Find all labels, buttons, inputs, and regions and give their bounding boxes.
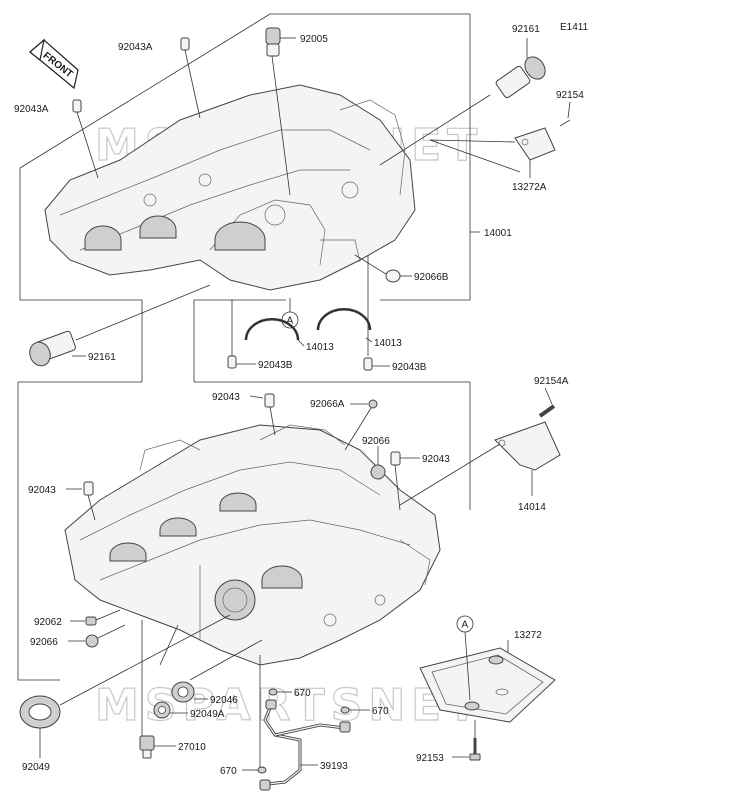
plug-92066A (344, 399, 378, 451)
label-92046: 92046 (210, 695, 238, 706)
label-92154: 92154 (556, 90, 584, 101)
label-670-b: 670 (372, 706, 389, 717)
label-92043A-top: 92043A (118, 42, 153, 53)
label-39193: 39193 (320, 761, 348, 772)
dowel-92043-left (66, 481, 96, 521)
switch-27010 (139, 735, 176, 759)
pipe-39193 (259, 699, 351, 791)
bearing-14013-b (316, 307, 373, 343)
plug-92066-mid (370, 446, 386, 480)
dowel-92043A-left (72, 99, 99, 179)
label-670-c: 670 (220, 766, 237, 777)
ref-marker-a-lower: A (456, 615, 474, 701)
label-92049: 92049 (22, 762, 50, 773)
dowel-92043B-a (227, 355, 256, 369)
label-92066-left: 92066 (30, 637, 58, 648)
label-92066B: 92066B (414, 272, 449, 283)
washer-670-a (268, 688, 292, 696)
watermark-bottom: MSPARTSNET (95, 680, 483, 731)
lower-crankcase (64, 424, 441, 666)
label-13272: 13272 (514, 630, 542, 641)
label-670-a: 670 (294, 688, 311, 699)
label-92049A: 92049A (190, 709, 225, 720)
bolt-92154 (559, 101, 571, 127)
svg-text:A: A (462, 620, 469, 631)
seal-92049A (153, 701, 188, 719)
label-92154A: 92154A (534, 376, 569, 387)
bolt-92154A (538, 387, 556, 418)
bracket-14014 (399, 421, 561, 506)
lower-crankcase-frame (17, 300, 471, 681)
label-14013-a: 14013 (306, 342, 334, 353)
washer-670-b (340, 706, 370, 714)
label-14013-b: 14013 (374, 338, 402, 349)
label-92043A-left: 92043A (14, 104, 49, 115)
washer-670-c (242, 766, 267, 774)
dowel-92043-right (390, 451, 420, 511)
plug-92066-left (68, 624, 126, 648)
label-92066-mid: 92066 (362, 436, 390, 447)
label-92161-top: 92161 (512, 24, 540, 35)
label-92062: 92062 (34, 617, 62, 628)
bolt-92153 (452, 720, 481, 761)
dowel-92043-top (249, 393, 276, 436)
label-14001: 14001 (484, 228, 512, 239)
upper-crankcase (44, 84, 416, 291)
label-14014: 14014 (518, 502, 546, 513)
dowel-92043A-top (180, 37, 201, 119)
plate-13272A (429, 127, 556, 178)
upper-crankcase-frame (19, 13, 480, 301)
dowel-92043B-b (363, 357, 390, 371)
diagram-code: E1411 (560, 22, 589, 33)
label-92043-left: 92043 (28, 485, 56, 496)
plug-92062 (70, 609, 121, 626)
label-92043B-b: 92043B (392, 362, 427, 373)
bearing-92046 (171, 681, 208, 703)
bearing-14013-a (244, 317, 305, 347)
plug-92005 (265, 27, 296, 196)
label-92005: 92005 (300, 34, 328, 45)
svg-text:A: A (287, 316, 294, 327)
plate-13272 (419, 640, 556, 723)
front-arrow-icon: FRONT (29, 38, 79, 90)
label-92161-left: 92161 (88, 352, 116, 363)
label-27010: 27010 (178, 742, 206, 753)
label-92043-top: 92043 (212, 392, 240, 403)
seal-92049 (19, 695, 61, 758)
plug-92066B (354, 254, 412, 283)
label-92043B-a: 92043B (258, 360, 293, 371)
bush-92161-left (29, 284, 211, 367)
label-13272A: 13272A (512, 182, 547, 193)
label-92066A: 92066A (310, 399, 345, 410)
bush-92161-top (379, 38, 546, 166)
label-92043-right: 92043 (422, 454, 450, 465)
label-92153: 92153 (416, 753, 444, 764)
lower-leaders (59, 614, 263, 770)
